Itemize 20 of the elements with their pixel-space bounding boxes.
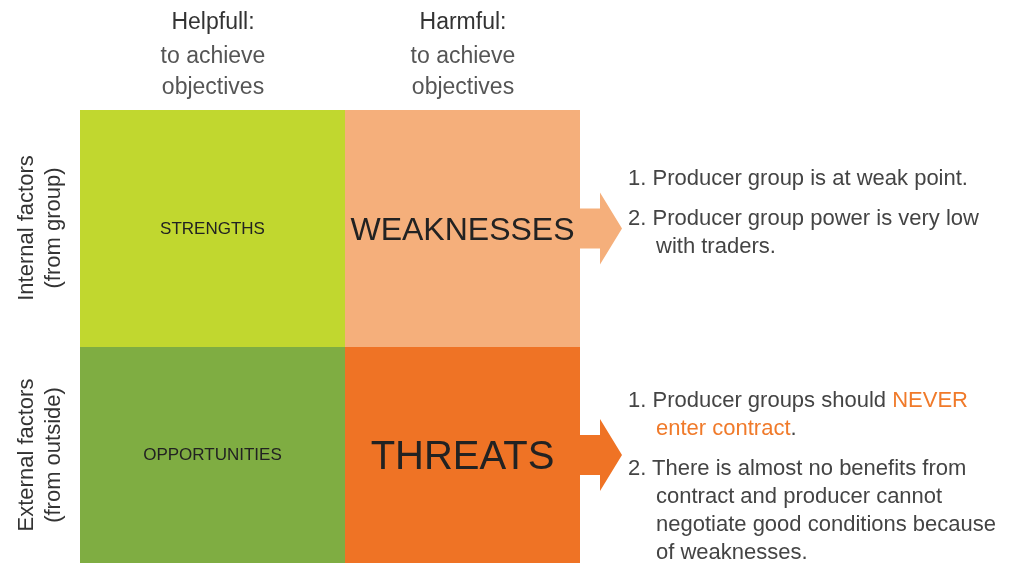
list-item: 1. Producer group is at weak point. — [628, 164, 969, 192]
row-heading: Internal factors (from group) — [12, 154, 66, 303]
column-heading: Harmful: — [418, 7, 508, 36]
list-item: 2. Producer group power is very low with traders. — [628, 204, 980, 260]
block-arrow — [580, 419, 622, 491]
column-heading: to achieve objectives — [159, 41, 267, 101]
quadrant-title: STRENGTHS — [160, 217, 265, 240]
row-heading: External factors (from outside) — [12, 377, 66, 534]
column-heading: to achieve objectives — [409, 41, 517, 101]
quadrant-title: OPPORTUNITIES — [143, 444, 282, 467]
list-item: 1. Producer groups should NEVER enter contract. — [628, 386, 969, 442]
column-heading: Helpfull: — [170, 7, 256, 36]
block-arrow — [580, 192, 622, 265]
quadrant-box — [80, 110, 345, 347]
quadrant-box — [345, 347, 580, 563]
quadrant-box — [345, 110, 580, 347]
quadrant-title: THREATS — [370, 432, 555, 479]
quadrant-title: WEAKNESSES — [350, 209, 575, 249]
list-item: 2. There is almost no benefits from contract and producer cannot negotiate good conditions because of weaknesses. — [628, 454, 998, 566]
quadrant-box — [80, 347, 345, 563]
